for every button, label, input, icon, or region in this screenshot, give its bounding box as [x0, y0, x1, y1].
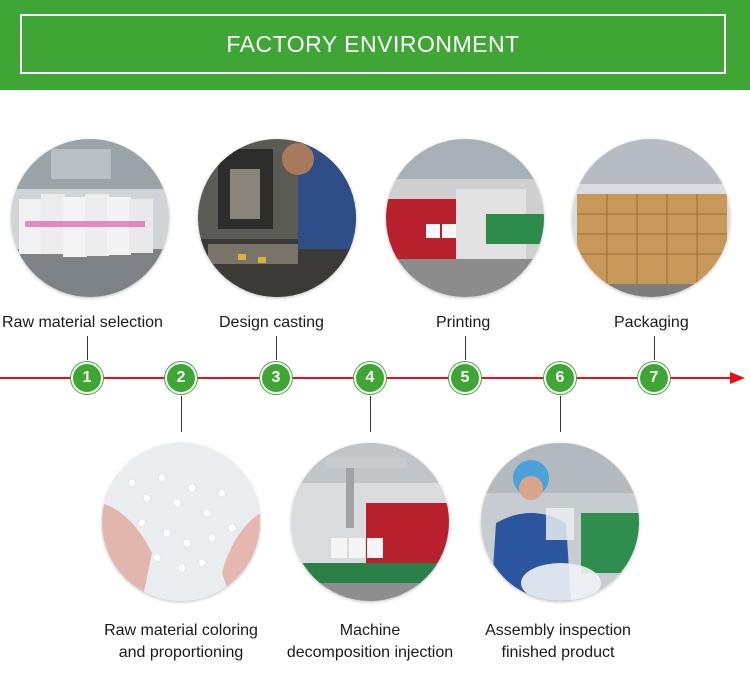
- step-2-badge: 2: [165, 362, 197, 394]
- timeline-arrow-icon: [730, 372, 745, 384]
- photo-raw-material-coloring: [102, 443, 260, 601]
- step-5-connector: [465, 336, 466, 360]
- step-3-connector: [276, 336, 277, 360]
- step-2-label-line2: and proportioning: [118, 644, 244, 661]
- step-1-connector: [87, 336, 88, 360]
- step-2-label-line1: Raw material coloring: [104, 622, 258, 639]
- step-3-label: Design casting: [219, 314, 324, 331]
- step-6-label: Assembly inspection finished product: [474, 620, 642, 664]
- step-1-label: Raw material selection: [2, 314, 163, 331]
- step-7-badge: 7: [638, 362, 670, 394]
- step-3-badge: 3: [260, 362, 292, 394]
- step-6-badge: 6: [544, 362, 576, 394]
- photo-printing: [386, 139, 544, 297]
- step-4-label: Machine decomposition injection: [276, 620, 464, 664]
- step-7-label: Packaging: [614, 314, 689, 331]
- photo-machine-injection: [291, 443, 449, 601]
- step-6-label-line1: Assembly inspection: [485, 622, 631, 639]
- step-2-connector: [181, 396, 182, 432]
- step-1-badge: 1: [71, 362, 103, 394]
- photo-raw-material-selection: [11, 139, 169, 297]
- step-4-badge: 4: [354, 362, 386, 394]
- step-6-connector: [560, 396, 561, 432]
- photo-design-casting: [198, 139, 356, 297]
- step-4-label-line2: decomposition injection: [286, 644, 454, 661]
- step-4-label-line1: Machine: [339, 622, 401, 639]
- step-5-badge: 5: [449, 362, 481, 394]
- photo-assembly-inspection: [481, 443, 639, 601]
- header-frame: FACTORY ENVIRONMENT: [20, 14, 726, 74]
- header-banner: FACTORY ENVIRONMENT: [0, 0, 750, 90]
- step-5-label: Printing: [436, 314, 491, 331]
- step-2-label: Raw material coloring and proportioning: [92, 620, 270, 664]
- step-7-connector: [654, 336, 655, 360]
- page-title: FACTORY ENVIRONMENT: [226, 30, 520, 57]
- photo-packaging: [572, 139, 730, 297]
- step-6-label-line2: finished product: [501, 644, 615, 661]
- step-4-connector: [370, 396, 371, 432]
